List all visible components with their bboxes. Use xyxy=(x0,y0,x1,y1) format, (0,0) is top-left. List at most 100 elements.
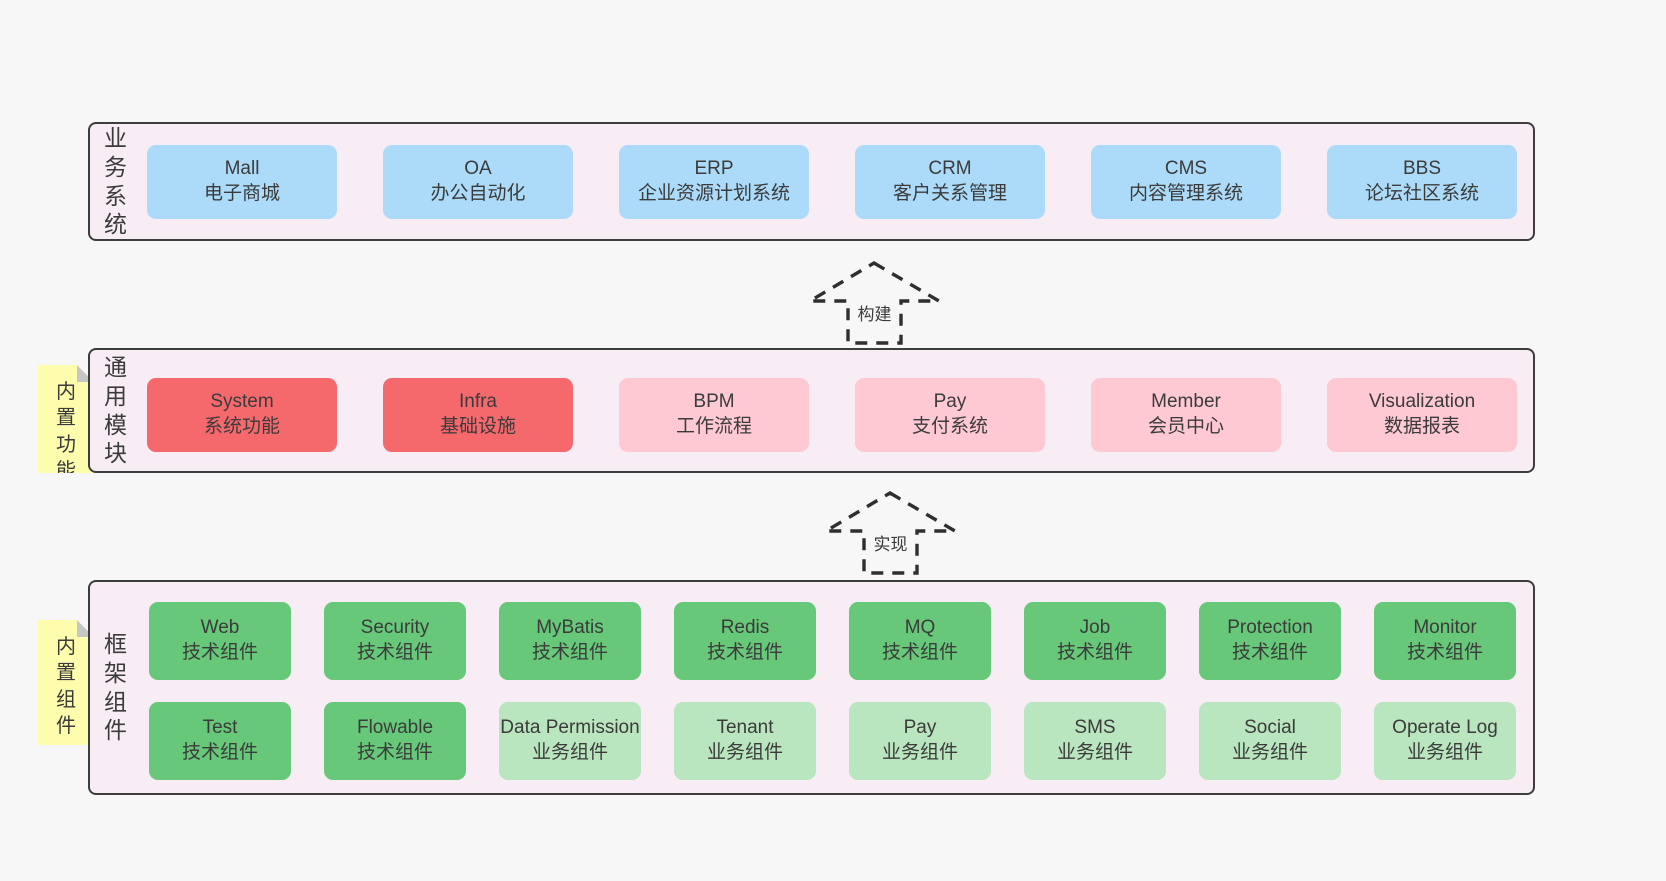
box-subtitle: 技术组件 xyxy=(181,642,258,663)
box-subtitle: 技术组件 xyxy=(356,742,433,763)
box-subtitle: 技术组件 xyxy=(706,642,783,663)
business-system-box: Mall 电子商城 xyxy=(147,145,337,219)
framework-component-box: Tenant 业务组件 xyxy=(674,702,816,780)
box-title: MyBatis xyxy=(536,617,604,639)
box-title: Pay xyxy=(933,391,967,413)
module-box: BPM 工作流程 xyxy=(619,378,809,452)
framework-component-box: Data Permission 业务组件 xyxy=(499,702,641,780)
box-subtitle: 内容管理系统 xyxy=(1128,183,1243,204)
box-title: Flowable xyxy=(356,717,434,739)
module-box: Visualization 数据报表 xyxy=(1327,378,1517,452)
framework-component-box: MQ 技术组件 xyxy=(849,602,991,680)
box-title: Redis xyxy=(720,617,770,639)
box-title: CMS xyxy=(1164,158,1208,180)
box-subtitle: 技术组件 xyxy=(531,642,608,663)
module-box: Member 会员中心 xyxy=(1091,378,1281,452)
box-subtitle: 业务组件 xyxy=(1231,742,1308,763)
box-subtitle: 会员中心 xyxy=(1147,416,1224,437)
business-system-box: ERP 企业资源计划系统 xyxy=(619,145,809,219)
box-subtitle: 客户关系管理 xyxy=(892,183,1007,204)
box-subtitle: 办公自动化 xyxy=(430,183,526,204)
box-title: Security xyxy=(360,617,430,639)
box-title: OA xyxy=(464,158,492,180)
box-subtitle: 业务组件 xyxy=(531,742,608,763)
box-subtitle: 业务组件 xyxy=(1056,742,1133,763)
box-subtitle: 企业资源计划系统 xyxy=(637,183,790,204)
common-modules-panel: 通用模块 System 系统功能 Infra 基础设施 BPM 工作流程 Pay 支付系统 Me… xyxy=(88,348,1535,473)
box-title: BPM xyxy=(693,391,735,413)
panel-label-text: 业务系统 xyxy=(104,124,127,238)
business-system-box: CRM 客户关系管理 xyxy=(855,145,1045,219)
panel-label-text: 框架组件 xyxy=(104,630,127,744)
box-subtitle: 业务组件 xyxy=(1406,742,1483,763)
implement-arrow: 实现 xyxy=(822,490,959,576)
box-subtitle: 技术组件 xyxy=(1406,642,1483,663)
box-subtitle: 论坛社区系统 xyxy=(1364,183,1479,204)
module-box: Infra 基础设施 xyxy=(383,378,573,452)
box-subtitle: 电子商城 xyxy=(203,183,280,204)
box-subtitle: 基础设施 xyxy=(439,416,516,437)
framework-component-box: Redis 技术组件 xyxy=(674,602,816,680)
business-system-box: OA 办公自动化 xyxy=(383,145,573,219)
box-title: Mall xyxy=(224,158,260,180)
business-system-box: BBS 论坛社区系统 xyxy=(1327,145,1517,219)
build-arrow-label: 构建 xyxy=(854,300,895,325)
business-systems-panel-label: 业务系统 xyxy=(102,124,129,239)
builtin-features-note: 内置功能 xyxy=(38,365,94,473)
box-title: SMS xyxy=(1074,717,1116,739)
box-title: MQ xyxy=(904,617,936,639)
box-subtitle: 技术组件 xyxy=(1231,642,1308,663)
box-title: Infra xyxy=(458,391,498,413)
box-subtitle: 技术组件 xyxy=(181,742,258,763)
business-system-box: CMS 内容管理系统 xyxy=(1091,145,1281,219)
build-arrow: 构建 xyxy=(806,260,943,346)
box-subtitle: 数据报表 xyxy=(1383,416,1460,437)
box-title: ERP xyxy=(694,158,734,180)
builtin-features-note-label: 内置功能 xyxy=(56,381,76,483)
framework-components-panel-label: 框架组件 xyxy=(102,582,129,793)
box-title: Member xyxy=(1151,391,1221,413)
box-title: Social xyxy=(1244,717,1296,739)
box-title: Protection xyxy=(1227,617,1313,639)
box-subtitle: 支付系统 xyxy=(911,416,988,437)
box-title: Visualization xyxy=(1368,391,1476,413)
framework-component-box: SMS 业务组件 xyxy=(1024,702,1166,780)
box-subtitle: 技术组件 xyxy=(881,642,958,663)
dashed-up-arrow-icon xyxy=(822,491,959,575)
box-subtitle: 业务组件 xyxy=(881,742,958,763)
box-subtitle: 工作流程 xyxy=(675,416,752,437)
framework-component-box: Test 技术组件 xyxy=(149,702,291,780)
box-subtitle: 业务组件 xyxy=(706,742,783,763)
framework-component-box: Protection 技术组件 xyxy=(1199,602,1341,680)
box-title: Test xyxy=(202,717,238,739)
box-title: CRM xyxy=(928,158,972,180)
builtin-components-note-label: 内置组件 xyxy=(56,636,76,738)
module-box: Pay 支付系统 xyxy=(855,378,1045,452)
panel-label-text: 通用模块 xyxy=(104,353,127,467)
box-title: BBS xyxy=(1402,158,1442,180)
box-subtitle: 技术组件 xyxy=(1056,642,1133,663)
box-title: Data Permission xyxy=(500,717,640,739)
common-modules-panel-label: 通用模块 xyxy=(102,350,129,471)
dashed-up-arrow-icon xyxy=(806,261,943,345)
box-subtitle: 系统功能 xyxy=(203,416,280,437)
box-title: Job xyxy=(1079,617,1111,639)
framework-component-box: Social 业务组件 xyxy=(1199,702,1341,780)
common-modules-row: System 系统功能 Infra 基础设施 BPM 工作流程 Pay 支付系统 Member 会… xyxy=(147,378,1517,452)
framework-component-box: Job 技术组件 xyxy=(1024,602,1166,680)
box-title: Tenant xyxy=(716,717,774,739)
box-title: System xyxy=(210,391,274,413)
business-systems-row: Mall 电子商城 OA 办公自动化 ERP 企业资源计划系统 CRM 客户关系管理 CMS 内容… xyxy=(147,145,1517,219)
module-box: System 系统功能 xyxy=(147,378,337,452)
implement-arrow-label: 实现 xyxy=(870,530,911,555)
builtin-components-note: 内置组件 xyxy=(38,620,94,745)
